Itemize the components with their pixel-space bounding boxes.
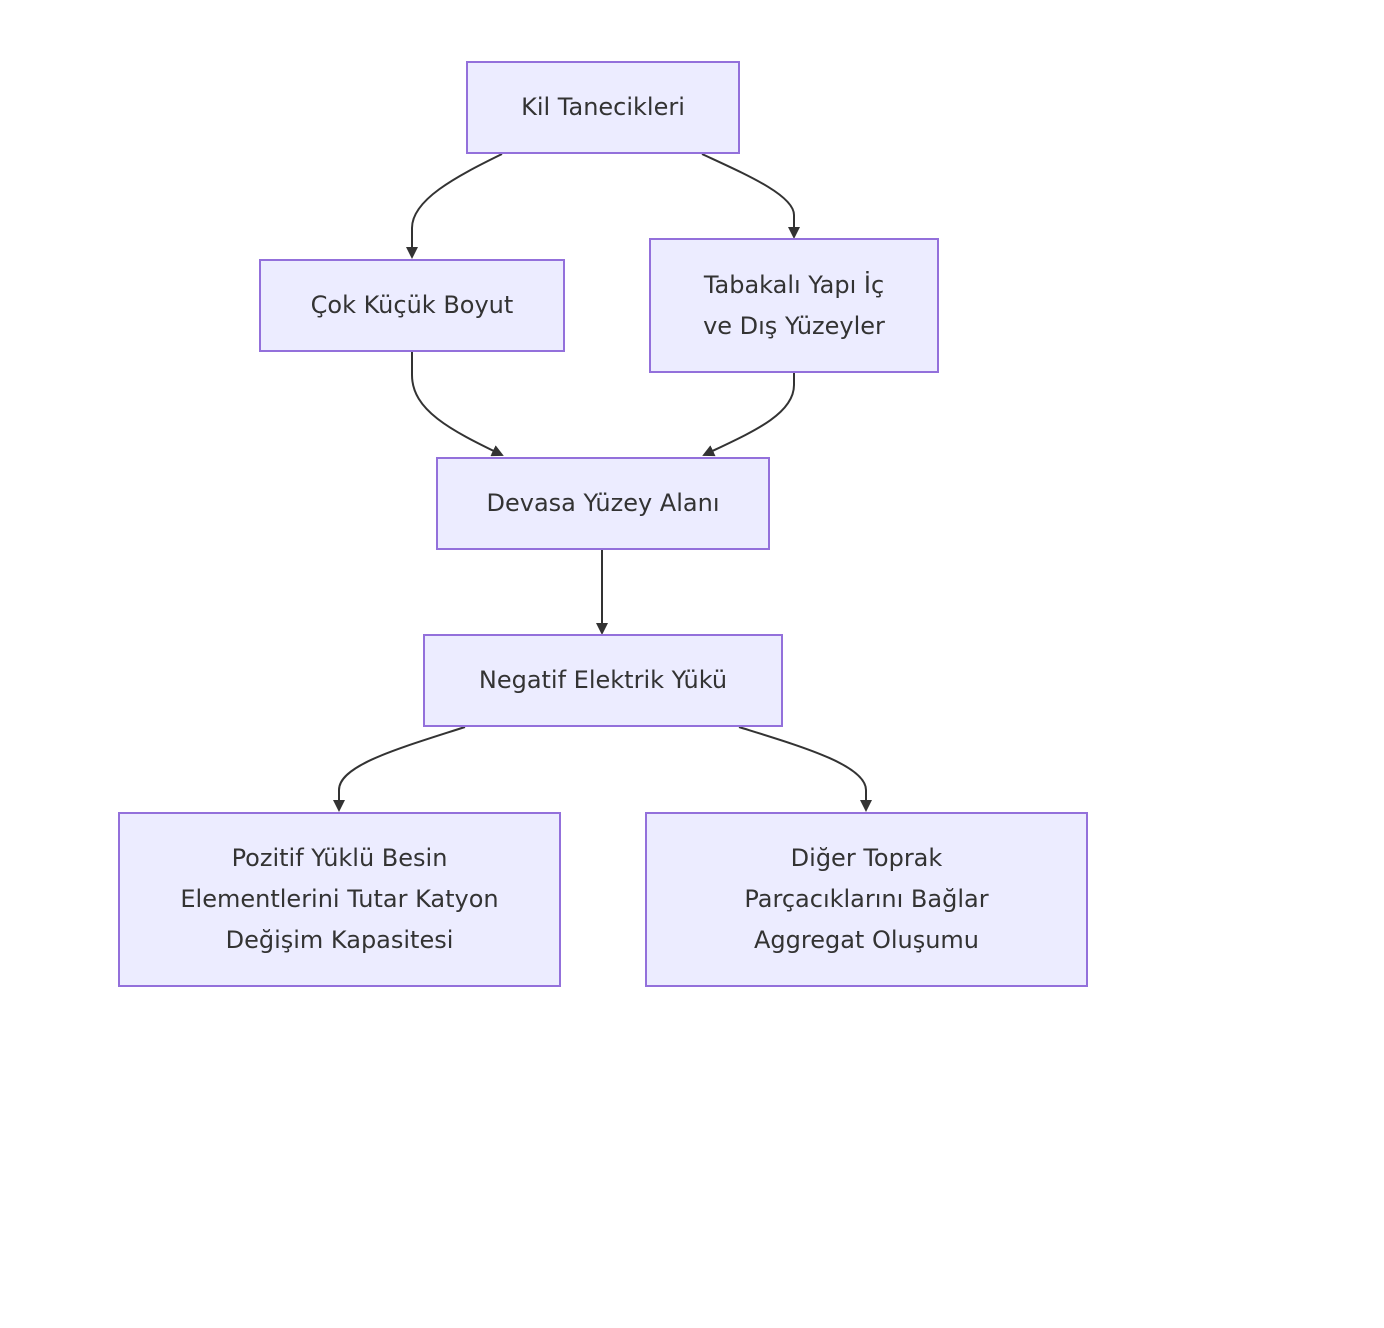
node-label-line: Parçacıklarını Bağlar xyxy=(744,885,989,913)
node-label-line: Aggregat Oluşumu xyxy=(753,926,980,954)
node-diger-toprak: Diğer Toprak Parçacıklarını Bağlar Aggre… xyxy=(645,812,1088,987)
node-kil-tanecikleri: Kil Tanecikleri xyxy=(466,61,740,154)
edge-negatif-to-diger xyxy=(738,726,872,812)
edge-kil-to-cok-kucuk xyxy=(406,153,503,259)
node-cok-kucuk-boyut: Çok Küçük Boyut xyxy=(259,259,565,352)
node-label-line: Çok Küçük Boyut xyxy=(310,291,514,319)
node-label-line: Negatif Elektrik Yükü xyxy=(478,666,728,694)
node-label-line: Tabakalı Yapı İç xyxy=(703,270,885,299)
node-label-line: Değişim Kapasitesi xyxy=(225,926,454,954)
node-label-line: ve Dış Yüzeyler xyxy=(703,311,885,340)
edge-cok-kucuk-to-devasa xyxy=(411,352,504,457)
node-label-line: Pozitif Yüklü Besin xyxy=(231,844,448,872)
node-tabakali-yapi: Tabakalı Yapı İç ve Dış Yüzeyler xyxy=(649,238,939,373)
node-label-line: Kil Tanecikleri xyxy=(521,93,685,121)
edge-kil-to-tabakali xyxy=(701,153,800,239)
edge-negatif-to-pozitif xyxy=(333,726,466,812)
node-label-line: Devasa Yüzey Alanı xyxy=(486,489,720,517)
node-pozitif-yuklu-besin: Pozitif Yüklü Besin Elementlerini Tutar … xyxy=(118,812,561,987)
node-label-line: Diğer Toprak xyxy=(790,844,943,872)
edge-tabakali-to-devasa xyxy=(702,373,795,457)
node-label-line: Elementlerini Tutar Katyon xyxy=(180,885,499,913)
node-negatif-elektrik-yuku: Negatif Elektrik Yükü xyxy=(423,634,783,727)
node-devasa-yuzey-alani: Devasa Yüzey Alanı xyxy=(436,457,770,550)
